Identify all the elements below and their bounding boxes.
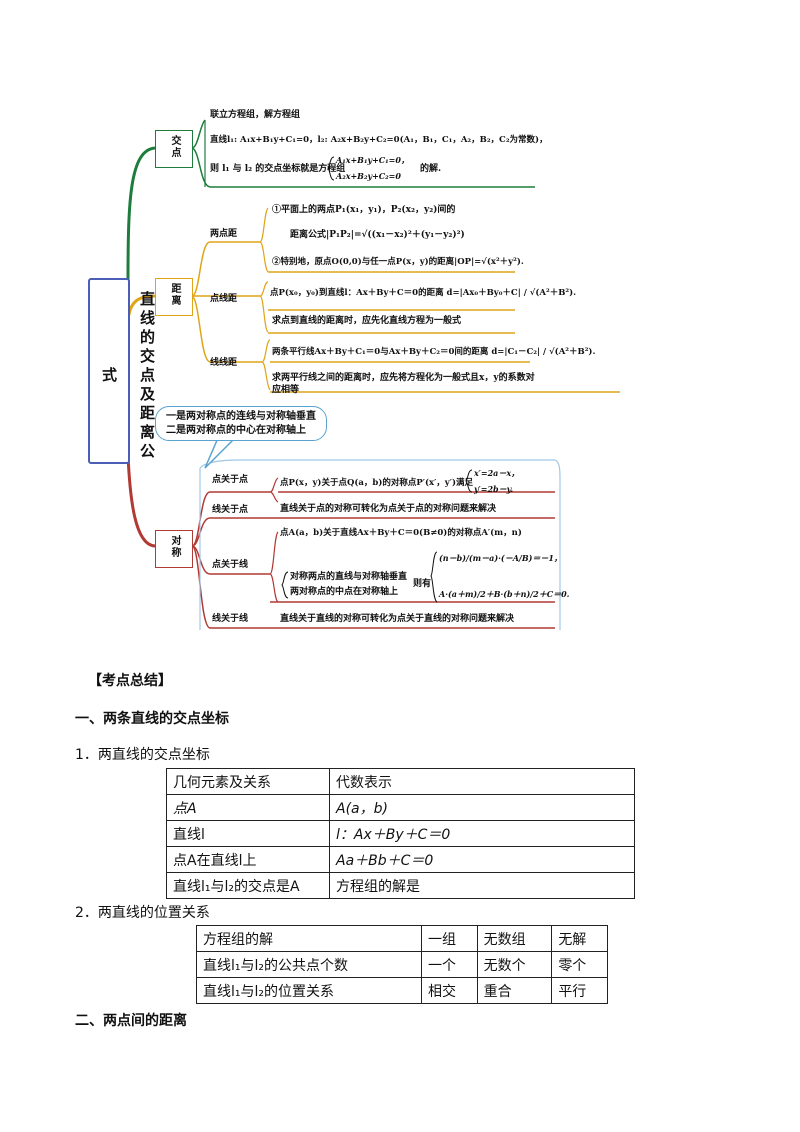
table-cell: 一个 — [421, 951, 478, 978]
mindmap-connectors — [126, 119, 620, 630]
subheading-1: 1．两直线的交点坐标 — [75, 747, 210, 763]
two-point-l1: ①平面上的两点P₁(x₁，y₁)，P₂(x₂，y₂)间的 — [272, 205, 456, 215]
table-cell: 点A在直线l上 — [166, 846, 330, 873]
two-point-l3: ②特别地，原点O(0,0)与任一点P(x，y)的距离|OP|=√(x²＋y²). — [272, 257, 524, 267]
table-cell: 一组 — [421, 925, 478, 952]
node-intersection-label: 交点 — [169, 135, 180, 159]
pl-then: 则有 — [413, 579, 432, 589]
node-distance-label: 距离 — [169, 283, 180, 307]
pp-text: 点P(x，y)关于点Q(a，b)的对称点P′(x′，y′)满足 — [280, 478, 474, 488]
subheading-2: 2．两直线的位置关系 — [75, 905, 210, 921]
two-point-l2: 距离公式|P₁P₂|=√((x₁－x₂)²＋(y₁－y₂)²) — [290, 230, 465, 240]
two-point-label: 两点距 — [210, 229, 238, 239]
table-cell: 无解 — [551, 925, 608, 952]
callout-line2: 二是两对称点的中心在对称轴上 — [166, 424, 306, 436]
table-cell: 方程组的解是 — [329, 872, 635, 899]
table-cell: 平行 — [551, 977, 608, 1004]
table-cell: 直线l₁与l₂的交点是A — [166, 872, 330, 899]
line-line-l3: 应相等 — [272, 385, 300, 395]
table-row: 方程组的解 一组 无数组 无解 — [196, 925, 608, 952]
table-row: 点A在直线l上 Aa＋Bb＋C＝0 — [166, 846, 635, 873]
table-cell: 直线l₁与l₂的位置关系 — [196, 977, 422, 1004]
table-row: 点A A(a，b) — [166, 794, 635, 821]
table-cell: A(a，b) — [329, 794, 635, 821]
table-cell: 几何元素及关系 — [166, 768, 330, 795]
line-line-l1: 两条平行线Ax＋By＋C₁＝0与Ax＋By＋C₂＝0间的距离 d=|C₁－C₂|… — [272, 347, 596, 357]
table-cell: 相交 — [421, 977, 478, 1004]
intersection-line2: 直线l₁: A₁x+B₁y+C₁=0，l₂: A₂x+B₂y+C₂=0(A₁，B… — [210, 135, 548, 145]
table-row: 直线l₁与l₂的位置关系 相交 重合 平行 — [196, 977, 608, 1004]
pl-label: 点关于线 — [212, 560, 249, 570]
table-cell: 点A — [166, 794, 330, 821]
intersection-table: 几何元素及关系 代数表示 点A A(a，b) 直线l l：Ax＋By＋C＝0 点… — [166, 768, 635, 899]
pl-cond2: 两对称点的中点在对称轴上 — [290, 587, 399, 597]
lp-text: 直线关于点的对称可转化为点关于点的对称问题来解决 — [280, 504, 497, 514]
table-row: 直线l₁与l₂的公共点个数 一个 无数个 零个 — [196, 951, 608, 978]
mindmap-root-label: 直线的交点及距离公式 — [100, 290, 156, 462]
table-cell: Aa＋Bb＋C＝0 — [329, 846, 635, 873]
intersection-line3-pre: 则 l₁ 与 l₂ 的交点坐标就是方程组 — [210, 164, 346, 174]
table-cell: 无数组 — [476, 925, 553, 952]
intersection-eq2: A₂x+B₂y+C₂=0 — [336, 171, 401, 181]
node-symmetry-label: 对称 — [169, 535, 180, 559]
table-cell: 无数个 — [476, 951, 553, 978]
pp-eq2: y′=2b－y. — [474, 484, 514, 494]
point-line-l1: 点P(x₀，y₀)到直线l：Ax＋By＋C＝0的距离 d=|Ax₀＋By₀＋C|… — [270, 288, 577, 298]
table-row: 直线l₁与l₂的交点是A 方程组的解是 — [166, 872, 635, 899]
ll-text: 直线关于直线的对称可转化为点关于直线的对称问题来解决 — [280, 614, 515, 624]
table-cell: 代数表示 — [329, 768, 635, 795]
intersection-line3-post: 的解. — [420, 164, 442, 174]
table-cell: 直线l — [166, 820, 330, 847]
table-cell: 直线l₁与l₂的公共点个数 — [196, 951, 422, 978]
symmetry-callout: 一是两对称点的连线与对称轴垂直 二是两对称点的中心在对称轴上 — [155, 406, 327, 441]
pp-label: 点关于点 — [212, 475, 249, 485]
table-cell: 零个 — [551, 951, 608, 978]
line-line-l2: 求两平行线之间的距离时，应先将方程化为一般式且x，y的系数对 — [272, 373, 535, 383]
node-distance: 距离 — [155, 278, 193, 316]
table-cell: 重合 — [476, 977, 553, 1004]
table-cell: 方程组的解 — [196, 925, 422, 952]
ll-label: 线关于线 — [212, 614, 249, 624]
line-line-label: 线线距 — [210, 358, 238, 368]
section-heading-2: 二、两点间的距离 — [75, 1013, 187, 1029]
pl-cond1: 对称两点的直线与对称轴垂直 — [290, 572, 408, 582]
table-row: 直线l l：Ax＋By＋C＝0 — [166, 820, 635, 847]
table-cell: l：Ax＋By＋C＝0 — [329, 820, 635, 847]
intersection-line1: 联立方程组，解方程组 — [210, 110, 301, 120]
intersection-eq1: A₁x+B₁y+C₁=0， — [336, 155, 409, 165]
point-line-l2: 求点到直线的距离时，应先化直线方程为一般式 — [272, 316, 462, 326]
section-heading-1: 一、两条直线的交点坐标 — [75, 711, 229, 727]
pl-eq2: A·(a＋m)/2＋B·(b＋n)/2＋C＝0. — [439, 589, 570, 599]
mindmap-root: 直线的交点及距离公式 — [88, 278, 156, 464]
callout-line1: 一是两对称点的连线与对称轴垂直 — [166, 411, 316, 422]
pl-eq1: (n－b)/(m－a)·(－A/B)＝－1， — [439, 553, 562, 563]
node-symmetry: 对称 — [155, 530, 193, 568]
pp-eq1: x′=2a－x， — [474, 468, 520, 478]
summary-title: 【考点总结】 — [88, 673, 172, 689]
position-table: 方程组的解 一组 无数组 无解 直线l₁与l₂的公共点个数 一个 无数个 零个 … — [196, 925, 608, 1004]
table-row: 几何元素及关系 代数表示 — [166, 768, 635, 795]
pl-text: 点A(a，b)关于直线Ax＋By＋C＝0(B≠0)的对称点A′(m，n) — [280, 528, 522, 538]
lp-label: 线关于点 — [212, 505, 249, 515]
node-intersection: 交点 — [155, 130, 193, 168]
point-line-label: 点线距 — [210, 294, 238, 304]
